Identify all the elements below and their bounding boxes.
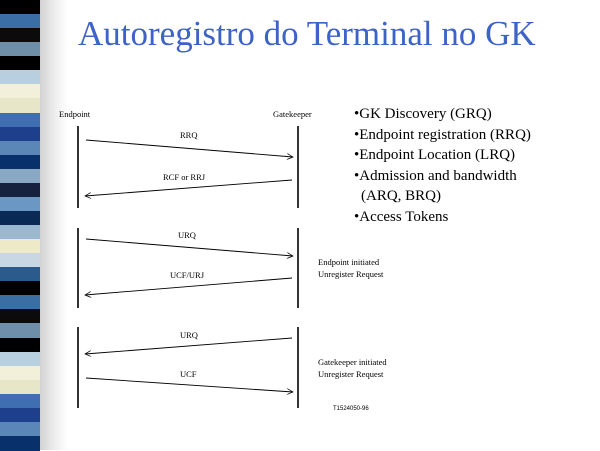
urq-arrow-endpoint <box>85 238 293 256</box>
ucf-label: UCF <box>180 369 197 379</box>
bullet-gk-discovery: •GK Discovery (GRQ) <box>354 106 492 122</box>
stripe-segment <box>0 239 40 254</box>
stripe-segment <box>0 154 40 170</box>
urq-label-2: URQ <box>180 330 198 340</box>
stripe-segment <box>0 84 40 99</box>
stripe-segment <box>0 435 40 451</box>
ucf-urj-label: UCF/URJ <box>170 270 205 280</box>
stripe-segment <box>0 393 40 409</box>
stripe-segment <box>0 225 40 240</box>
stripe-segment <box>0 168 40 184</box>
stripe-segment <box>0 98 40 113</box>
rcf-rrj-label: RCF or RRJ <box>163 172 206 182</box>
feature-bullet-list: •GK Discovery (GRQ) •Endpoint registrati… <box>354 104 531 227</box>
figure-id: T1524050-96 <box>333 406 369 412</box>
stripe-segment <box>0 0 40 15</box>
stripe-segment <box>0 70 40 85</box>
endpoint-label: Endpoint <box>59 109 91 119</box>
stripe-segment <box>0 323 40 338</box>
ucf-arrow <box>85 377 293 392</box>
stripe-segment <box>0 351 40 367</box>
bullet-admission-line2: (ARQ, BRQ) <box>361 188 442 204</box>
stripe-segment <box>0 42 40 57</box>
slide-title: Autoregistro do Terminal no GK <box>78 14 536 53</box>
urq-label-1: URQ <box>178 230 196 240</box>
stripe-segment <box>0 253 40 268</box>
gatekeeper-initiated-note-line1: Gatekeeper initiated <box>318 357 387 367</box>
stripe-segment <box>0 126 40 142</box>
stripe-segment <box>0 196 40 212</box>
stripe-shadow <box>40 0 68 450</box>
rrq-label: RRQ <box>180 130 197 140</box>
bullet-admission-line1: •Admission and bandwidth <box>354 167 517 184</box>
stripe-segment <box>0 337 40 353</box>
decorative-stripe <box>0 0 40 451</box>
stripe-segment <box>0 14 40 29</box>
stripe-segment <box>0 267 40 282</box>
bullet-endpoint-location: •Endpoint Location (LRQ) <box>354 147 516 163</box>
stripe-segment <box>0 295 40 310</box>
stripe-segment <box>0 28 40 43</box>
bullet-access-tokens: •Access Tokens <box>354 208 449 225</box>
stripe-segment <box>0 56 40 71</box>
endpoint-initiated-note-line1: Endpoint initiated <box>318 257 380 267</box>
ucf-urj-arrow <box>85 277 293 295</box>
endpoint-initiated-note-line2: Unregister Request <box>318 269 384 279</box>
stripe-segment <box>0 112 40 128</box>
bullet-endpoint-registration: •Endpoint registration (RRQ) <box>354 126 531 143</box>
gatekeeper-label: Gatekeeper <box>273 109 312 119</box>
rrq-arrow <box>85 139 293 157</box>
rcf-rrj-arrow <box>85 179 293 196</box>
stripe-segment <box>0 281 40 296</box>
stripe-segment <box>0 379 40 395</box>
stripe-segment <box>0 309 40 324</box>
stripe-segment <box>0 182 40 198</box>
urq-arrow-gatekeeper <box>85 337 293 354</box>
stripe-segment <box>0 210 40 226</box>
stripe-segment <box>0 407 40 423</box>
stripe-segment <box>0 140 40 156</box>
gatekeeper-initiated-note-line2: Unregister Request <box>318 369 384 379</box>
stripe-segment <box>0 365 40 381</box>
bullet-admission-bandwidth: •Admission and bandwidth (ARQ, BRQ) <box>354 166 531 207</box>
stripe-segment <box>0 421 40 437</box>
